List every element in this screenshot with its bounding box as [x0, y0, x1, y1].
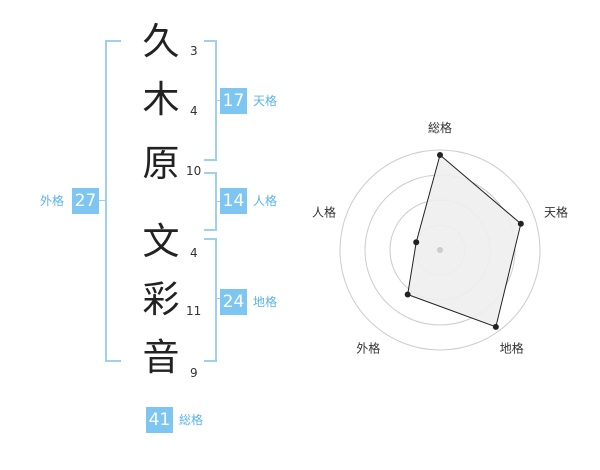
radar-point-1 [517, 220, 524, 227]
radar-axis-label-4: 人格 [312, 204, 336, 219]
radar-axis-label-1: 天格 [544, 204, 568, 219]
name-char-4: 文 [142, 220, 180, 263]
radar-value-polygon [407, 154, 522, 328]
name-char-3: 原 [142, 142, 180, 185]
soukaku-label: 総格 [179, 413, 204, 427]
radar-axis-label-3: 外格 [356, 341, 380, 356]
stroke-count-6: 9 [190, 366, 198, 380]
stroke-count-2: 4 [190, 104, 198, 118]
jinkaku-label: 人格 [253, 194, 278, 208]
stroke-count-5: 11 [186, 304, 202, 318]
radar-axis-label-0: 総格 [428, 120, 452, 135]
gaikaku-bracket [105, 40, 121, 362]
radar-ring-4 [339, 149, 541, 351]
chikaku-bracket [204, 238, 217, 362]
radar-point-3 [404, 291, 411, 298]
tenkaku-tick [215, 100, 222, 101]
name-char-2: 木 [142, 78, 180, 121]
soukaku-badge: 41 [146, 407, 173, 433]
gaikaku-label: 外格 [40, 194, 65, 208]
radar-axis-label-2: 地格 [500, 341, 524, 356]
radar-point-2 [492, 323, 499, 330]
chikaku-label: 地格 [253, 295, 278, 309]
name-char-6: 音 [142, 336, 180, 379]
gaikaku-badge: 27 [72, 188, 99, 214]
radar-point-4 [413, 239, 420, 246]
stroke-count-3: 10 [186, 164, 202, 178]
name-char-5: 彩 [142, 278, 180, 321]
stroke-count-4: 4 [190, 246, 198, 260]
tenkaku-badge: 17 [220, 88, 247, 114]
stroke-count-1: 3 [190, 44, 198, 58]
name-char-1: 久 [142, 20, 180, 63]
radar-center-dot [437, 247, 443, 253]
tenkaku-label: 天格 [253, 94, 278, 108]
chikaku-tick [215, 298, 222, 299]
radar-point-0 [437, 152, 443, 158]
jinkaku-tick [215, 201, 222, 202]
chikaku-badge: 24 [220, 289, 247, 315]
gaikaku-tick [98, 200, 107, 201]
jinkaku-badge: 14 [220, 188, 247, 214]
